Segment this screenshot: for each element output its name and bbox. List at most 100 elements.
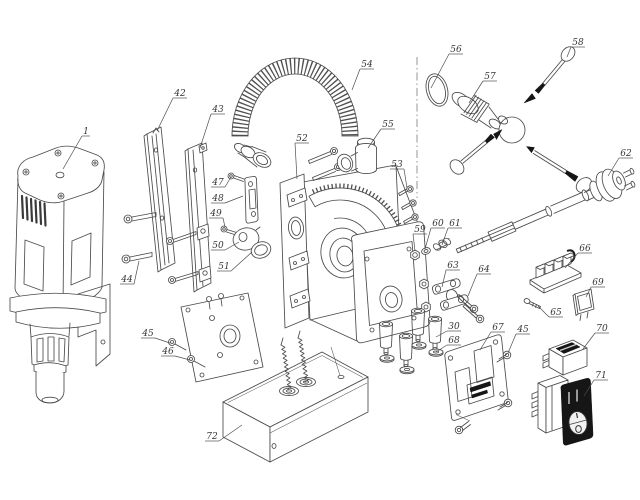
part-51-ring [250, 241, 272, 259]
leader-line-46 [174, 355, 191, 361]
part-label-68: 68 [448, 336, 460, 346]
part-label-54: 54 [361, 60, 373, 70]
leader-line-52 [294, 142, 298, 180]
part-label-30: 30 [448, 322, 460, 332]
slide-plate-assembly [168, 292, 264, 383]
leader-line-51 [230, 251, 253, 272]
leader-line-59 [412, 233, 416, 252]
part-59-nut [410, 249, 420, 261]
part-label-48: 48 [211, 194, 224, 204]
part-52-gear-housing [279, 147, 431, 344]
leader-line-45 [507, 333, 517, 354]
leader-line-55 [367, 128, 382, 149]
part-label-59: 59 [414, 225, 426, 235]
leader-line-58 [566, 46, 572, 58]
leader-line-69 [585, 286, 592, 298]
leader-line-61 [441, 227, 449, 246]
part-label-45: 45 [141, 329, 154, 339]
part-55-elbow-fitting [336, 137, 377, 174]
part-label-70: 70 [596, 324, 608, 334]
part-label-64: 64 [478, 265, 490, 275]
part-label-42: 42 [173, 89, 186, 99]
part-label-65: 65 [550, 308, 562, 318]
part-label-55: 55 [382, 120, 394, 130]
part-label-50: 50 [212, 241, 224, 251]
part-61-pin [432, 237, 452, 251]
part-65-screw [523, 298, 541, 309]
part-label-63: 63 [447, 261, 459, 271]
part-43-guide-rail [166, 142, 212, 293]
part-label-1: 1 [83, 127, 89, 137]
leader-line-63 [441, 269, 447, 288]
leader-line-62 [607, 157, 620, 177]
leader-line-30 [435, 330, 448, 338]
leader-line-48 [224, 195, 244, 204]
leader-line-42 [156, 97, 174, 132]
part-label-49: 49 [209, 209, 222, 219]
leader-line-1 [62, 135, 83, 170]
part-68-washers [379, 341, 444, 375]
part-label-66: 66 [579, 244, 591, 254]
part-50-cam-disc [232, 226, 261, 251]
part-48-rack-strip [244, 176, 259, 224]
part-71-switch-assembly [531, 375, 594, 446]
part-64-bolts [456, 294, 485, 324]
part-60-washer [421, 247, 431, 255]
leader-line-72 [218, 424, 243, 442]
part-label-69: 69 [592, 278, 604, 288]
part-56-o-ring [425, 73, 449, 107]
leader-line-65 [537, 305, 550, 318]
leader-line-67 [479, 331, 492, 351]
part-58-handle-set [449, 46, 593, 193]
part-label-72: 72 [206, 432, 218, 442]
hose-fitting [234, 142, 272, 168]
leader-line-66 [564, 252, 579, 269]
part-72-magnet-base [222, 330, 369, 463]
part-42-guide-rail [143, 126, 176, 273]
part-57-gear-hub [451, 92, 502, 130]
part-label-58: 58 [572, 38, 584, 48]
leader-line-64 [467, 273, 478, 297]
leader-line-49 [222, 217, 226, 228]
part-label-57: 57 [484, 72, 496, 82]
leader-line-60 [424, 227, 432, 250]
part-53-screws [398, 185, 419, 225]
part-70-rocker-switch [542, 339, 588, 376]
part-callouts: 1 42 43 44 45 46 47 48 49 50 51 52 53 54 55 56 57 58 59 60 6… [62, 38, 633, 442]
part-label-61: 61 [449, 219, 460, 229]
part-47-screw [227, 172, 245, 182]
leader-line-43 [199, 113, 212, 149]
part-69-component [572, 288, 595, 321]
part-label-46: 46 [161, 347, 174, 357]
leader-line-53 [403, 168, 408, 189]
leader-line-56 [430, 53, 450, 89]
leader-line-44 [133, 260, 140, 285]
part-1-motor-assembly [9, 145, 111, 404]
leader-line-47 [224, 176, 232, 188]
part-54-flex-hose [231, 57, 359, 137]
leader-line-54 [351, 68, 361, 91]
part-label-44: 44 [120, 275, 133, 285]
leader-line-57 [468, 80, 484, 104]
leader-line-45 [154, 337, 171, 344]
part-label-56: 56 [450, 45, 462, 55]
leader-line-68 [435, 344, 448, 353]
part-label-43: 43 [211, 105, 224, 115]
part-44-screws [121, 212, 157, 264]
part-label-71: 71 [595, 371, 606, 381]
part-label-60: 60 [432, 219, 444, 229]
leader-line-70 [582, 332, 596, 350]
part-label-51: 51 [218, 262, 229, 272]
part-label-52: 52 [296, 134, 308, 144]
part-62-arbor-shaft [455, 167, 636, 254]
leader-line-71 [583, 379, 595, 397]
part-67-panel-plate [444, 334, 513, 435]
part-label-62: 62 [620, 149, 632, 159]
part-label-47: 47 [211, 178, 224, 188]
leader-line-50 [224, 241, 240, 251]
part-label-53: 53 [391, 160, 403, 170]
part-label-67: 67 [492, 323, 504, 333]
part-label-45: 45 [516, 325, 529, 335]
